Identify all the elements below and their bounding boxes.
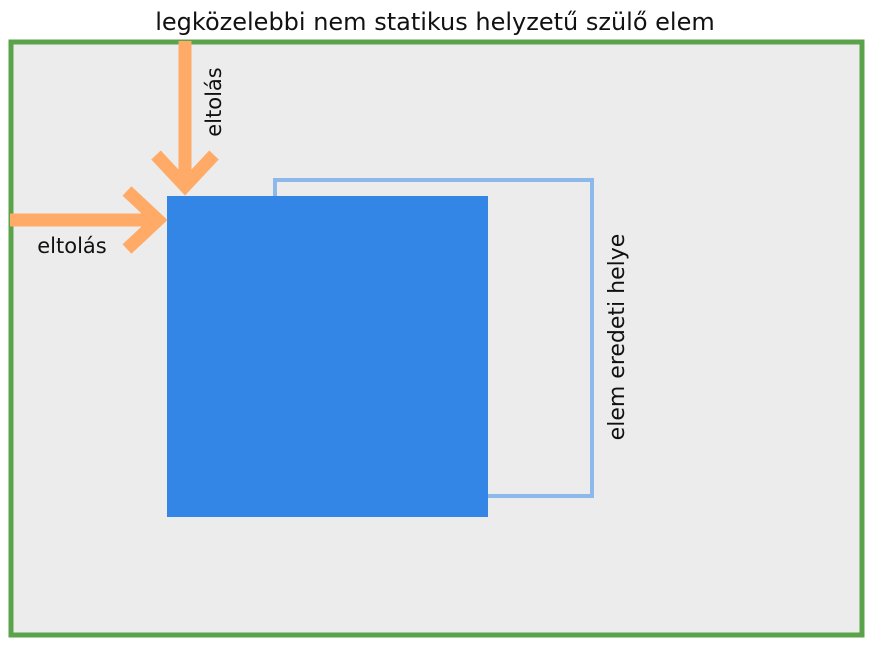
- offset-left-arrow: [10, 186, 168, 254]
- positioned-element: [167, 196, 488, 517]
- offset-top-label: eltolás: [202, 67, 226, 136]
- offset-top-arrow: [151, 41, 219, 196]
- original-position-label: elem eredeti helye: [605, 234, 630, 441]
- offset-left-label: eltolás: [37, 234, 106, 258]
- diagram-title: legközelebbi nem statikus helyzetű szülő…: [155, 8, 714, 36]
